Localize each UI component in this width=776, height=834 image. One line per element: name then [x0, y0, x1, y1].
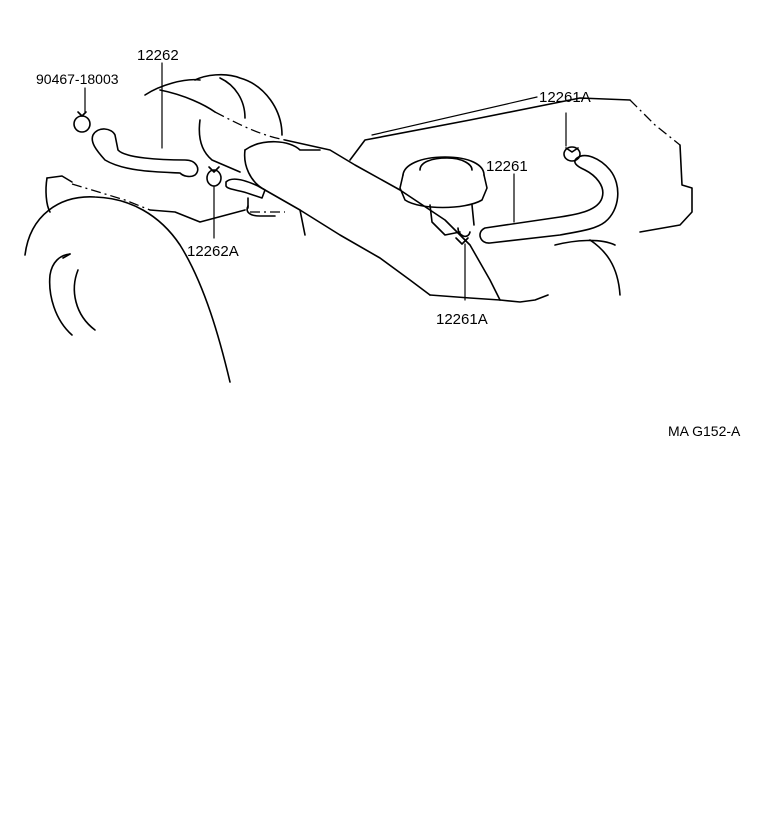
label-90467-18003: 90467-18003 — [36, 71, 119, 87]
pulley — [144, 73, 283, 136]
label-12261A-top: 12261A — [539, 89, 591, 106]
intake-pipe — [159, 89, 501, 301]
clamp-12261A-bottom — [455, 227, 471, 245]
label-12262A: 12262A — [187, 243, 239, 260]
label-12261: 12261 — [486, 158, 528, 175]
engine-block-outline — [349, 97, 693, 303]
clamp-12261A-top — [563, 146, 581, 162]
label-12261A-bottom: 12261A — [436, 311, 488, 328]
clamp-90467-18003 — [73, 111, 91, 133]
figure-code: MA G152-A — [668, 423, 741, 439]
label-12262: 12262 — [137, 47, 179, 64]
hose-12262A — [225, 178, 266, 199]
oil-filler-cap — [399, 156, 488, 236]
clamp-12262A — [206, 166, 222, 187]
hose-12262 — [91, 128, 199, 178]
hose-12261 — [479, 154, 619, 244]
engine-left-outline — [24, 175, 246, 383]
leader-lines — [84, 62, 567, 301]
